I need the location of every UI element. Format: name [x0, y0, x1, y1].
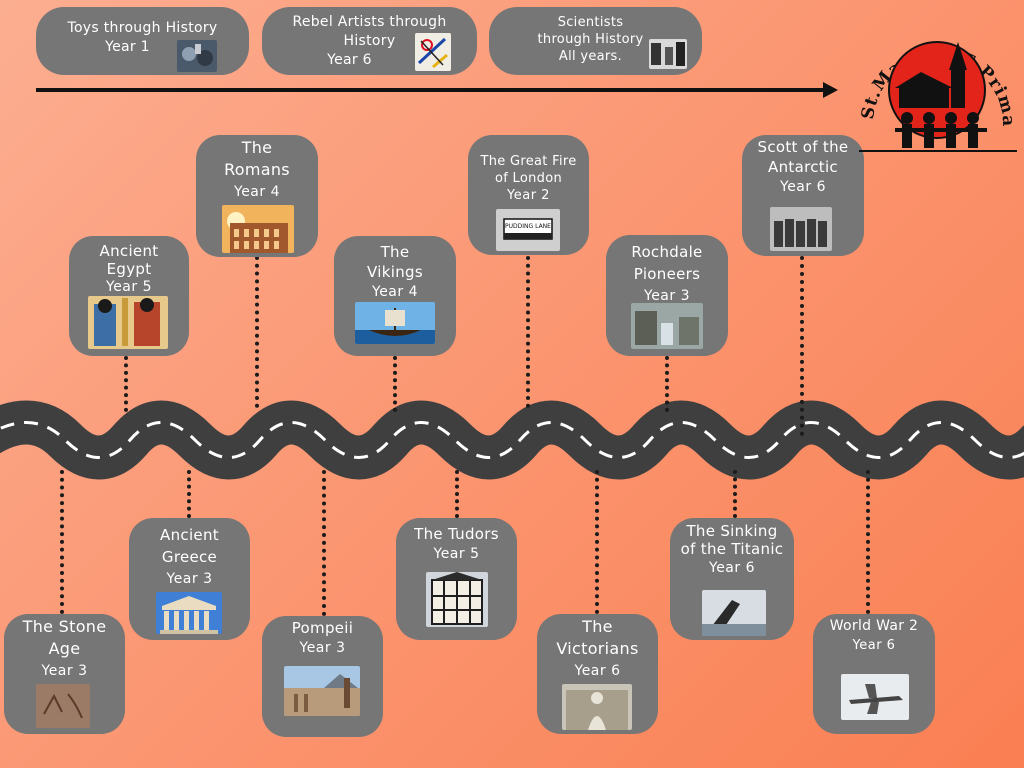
topic-rochdale-card[interactable]: Rochdale Pioneers Year 3: [606, 235, 728, 356]
titanic-thumbnail: [702, 590, 766, 636]
connector-titanic: [733, 470, 737, 518]
timeline-arrow: [36, 82, 838, 98]
topic-title: Rochdale Pioneers: [631, 243, 703, 283]
timeline-road: [0, 400, 1024, 480]
stone-age-thumbnail: [36, 684, 90, 728]
topic-year: Year 2: [507, 188, 550, 203]
topic-year: Year 3: [166, 571, 213, 587]
topic-year: Year 6: [852, 638, 896, 653]
scott-thumbnail: [770, 207, 832, 251]
victorians-thumbnail: [562, 684, 632, 730]
topic-rebel-card[interactable]: Rebel Artists through History Year 6: [262, 7, 477, 75]
scientists-thumbnail: [649, 39, 687, 69]
topic-title: Toys through History: [67, 20, 218, 36]
connector-egypt: [124, 356, 128, 412]
topic-egypt-card[interactable]: Ancient Egypt Year 5: [69, 236, 189, 356]
pompeii-thumbnail: [284, 666, 360, 716]
topic-pompeii-card[interactable]: Pompeii Year 3: [262, 616, 383, 737]
topic-scientists-card[interactable]: Scientists through History All years.: [489, 7, 702, 75]
topic-titanic-card[interactable]: The Sinking of the Titanic Year 6: [670, 518, 794, 640]
toys-thumbnail: [177, 40, 217, 72]
topic-tudors-card[interactable]: The Tudors Year 5: [396, 518, 517, 640]
topic-title: Ancient Greece: [160, 526, 219, 566]
topic-year: Year 6: [709, 560, 755, 576]
connector-rochdale: [665, 356, 669, 412]
topic-scott-card[interactable]: Scott of the Antarctic Year 6: [742, 135, 864, 256]
connector-romans: [255, 256, 259, 408]
topic-year: Year 5: [433, 546, 480, 562]
topic-title: The Great Fire of London: [480, 154, 577, 186]
connector-ww2: [866, 470, 870, 614]
topic-year: Year 5: [106, 279, 152, 295]
connector-scott: [800, 256, 804, 436]
topic-year: Year 6: [780, 179, 826, 195]
connector-victorians: [595, 470, 599, 614]
connector-stone: [60, 470, 64, 614]
school-logo: St.Mary's CE Primary School: [855, 14, 1017, 152]
topic-year: Year 4: [372, 284, 418, 300]
topic-year: Year 1: [105, 39, 150, 55]
rochdale-thumbnail: [631, 303, 703, 349]
topic-romans-card[interactable]: The Romans Year 4: [196, 135, 318, 257]
connector-fire: [526, 256, 530, 408]
topic-year: Year 6: [327, 52, 372, 68]
rebel-art-thumbnail: [415, 33, 451, 71]
tudors-thumbnail: [426, 572, 488, 627]
connector-greece: [187, 470, 191, 518]
children-icon: [895, 112, 987, 148]
vikings-thumbnail: [355, 302, 435, 344]
topic-vikings-card[interactable]: The Vikings Year 4: [334, 236, 456, 356]
topic-year: Year 4: [234, 184, 280, 200]
topic-toys-card[interactable]: Toys through History Year 1: [36, 7, 249, 75]
topic-stone-card[interactable]: The Stone Age Year 3: [4, 614, 125, 734]
ww2-thumbnail: [841, 674, 909, 720]
topic-title: World War 2: [829, 618, 919, 634]
topic-title: Scientists through History All years.: [537, 15, 644, 64]
egypt-thumbnail: [88, 296, 168, 349]
topic-title: Ancient Egypt: [99, 242, 159, 278]
greece-thumbnail: [156, 592, 222, 634]
topic-title: The Romans: [224, 138, 290, 179]
connector-tudors: [455, 470, 459, 518]
pudding-lane-thumbnail: PUDDING LANE: [496, 209, 560, 251]
topic-year: Year 6: [574, 663, 621, 679]
topic-victorians-card[interactable]: The Victorians Year 6: [537, 614, 658, 734]
topic-title: Scott of the Antarctic: [757, 138, 849, 176]
topic-title: The Vikings: [367, 243, 423, 281]
topic-title: The Sinking of the Titanic: [680, 522, 784, 558]
topic-title: The Tudors: [414, 525, 499, 543]
topic-title: The Stone Age: [22, 617, 107, 658]
topic-year: Year 3: [644, 288, 690, 304]
topic-title: Rebel Artists through History: [292, 14, 447, 49]
connector-vikings: [393, 356, 397, 412]
topic-title: Pompeii: [291, 619, 354, 637]
connector-pompeii: [322, 470, 326, 616]
topic-ww2-card[interactable]: World War 2 Year 6: [813, 614, 935, 734]
topic-fire-card[interactable]: The Great Fire of London Year 2 PUDDING …: [468, 135, 589, 255]
topic-title: The Victorians: [556, 617, 639, 658]
romans-thumbnail: [222, 205, 294, 253]
topic-year: Year 3: [41, 663, 88, 679]
topic-year: Year 3: [299, 640, 346, 656]
topic-greece-card[interactable]: Ancient Greece Year 3: [129, 518, 250, 640]
street-sign-text: PUDDING LANE: [505, 223, 551, 230]
church-icon: [895, 42, 967, 108]
